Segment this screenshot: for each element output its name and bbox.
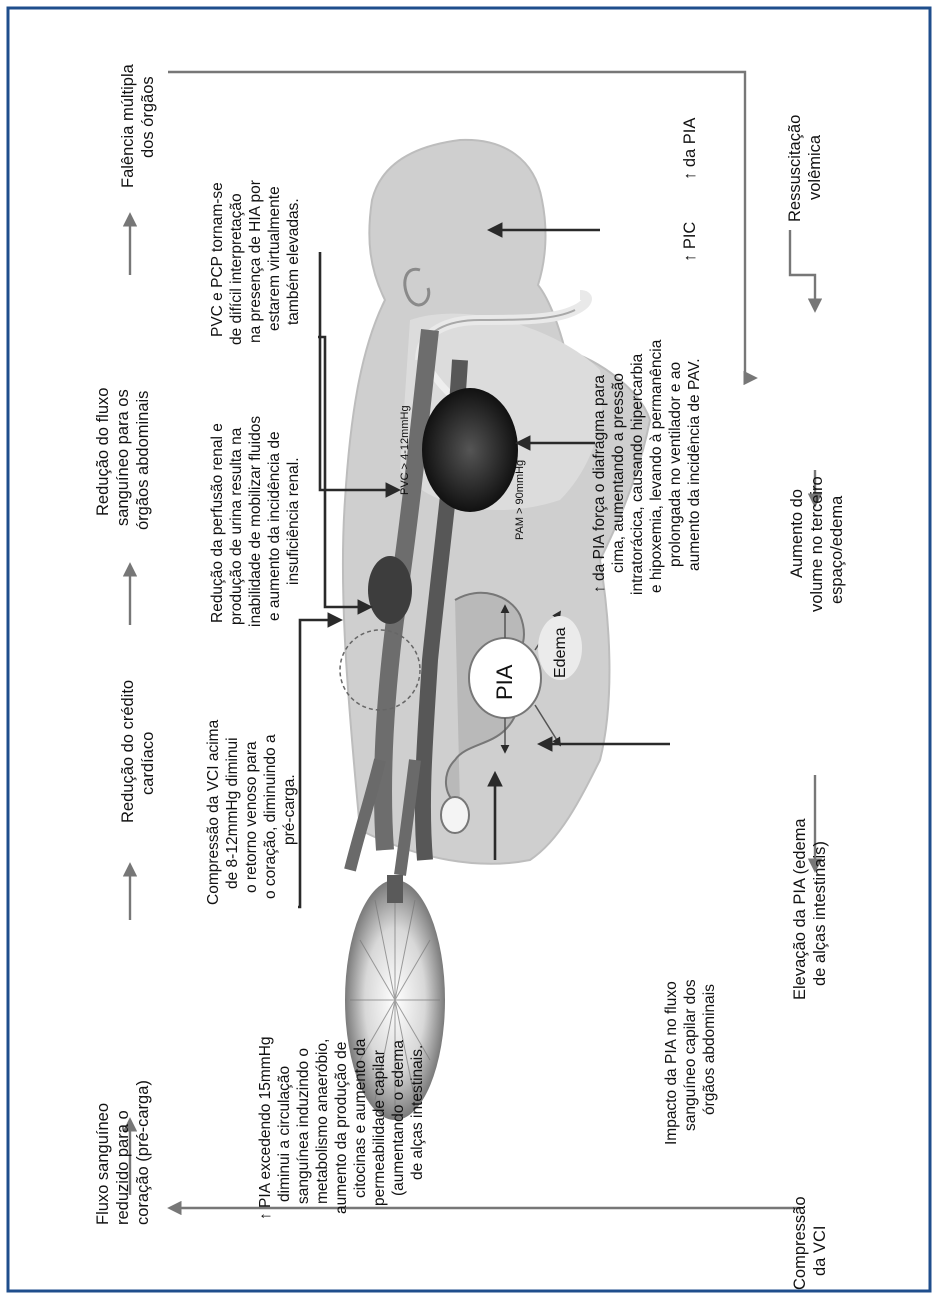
fluxo-reduzido-line-1: Fluxo sanguíneo <box>94 1103 112 1225</box>
impacto-line-1: Impacto da PIA no fluxo <box>663 981 680 1145</box>
pia-15-line-3: sanguínea induzindo o <box>295 1048 312 1204</box>
label-diafragma: ↑ da PIA força o diafragma para cima, au… <box>591 339 703 595</box>
diafragma-line-3: intratorácica, causando hipercarbia <box>629 353 646 595</box>
label-edema: Edema <box>552 627 569 678</box>
pvc-pcp-line-5: também elevadas. <box>285 198 302 325</box>
reducao-debito-line-2: cardíaco <box>139 732 157 795</box>
ressuscitacao-line-1: Ressuscitação <box>786 115 804 222</box>
falencia-line-1: Falência múltipla <box>119 63 137 188</box>
aumento-volume-line-2: volume no terceiro <box>808 476 826 612</box>
perfusao-renal-line-3: inabilidade de mobilizar fluidos <box>247 416 264 627</box>
label-da-pia: ↑ da PIA <box>681 118 699 180</box>
perfusao-renal-line-1: Redução da perfusão renal e <box>209 423 226 623</box>
label-pic: ↑ PIC <box>681 222 699 262</box>
arrow-ressuscitacao <box>790 230 815 310</box>
diafragma-line-4: e hipoxemia, levando à permanência <box>648 339 665 593</box>
label-compressao-vci: Compressão da VCI <box>791 1196 829 1290</box>
label-pvc: PVC > 4-12mmHg <box>399 405 411 495</box>
pia-15-line-9: de alças intestinais. <box>409 1045 426 1180</box>
label-reducao-fluxo-abd: Redução do fluxo sanguíneo para os órgão… <box>94 388 152 530</box>
kidney-drawing <box>368 556 412 624</box>
label-pam: PAM > 90mmHg <box>514 460 526 540</box>
arrow-vci-to-vessels <box>298 620 340 907</box>
compressao-vci-line-1: Compressão <box>791 1196 809 1290</box>
vci-compressao-line-1: Compressão da VCI acima <box>205 719 222 905</box>
vci-compressao-line-4: o coração, diminuindo a <box>262 734 279 899</box>
pia-15-line-6: citocinas e aumento da <box>352 1038 369 1198</box>
label-ressuscitacao: Ressuscitação volêmica <box>786 115 824 222</box>
label-perfusao-renal: Redução da perfusão renal e produção de … <box>209 416 302 627</box>
label-vci-compressao: Compressão da VCI acima de 8-12mmHg dimi… <box>205 719 298 905</box>
pia-15-line-4: metabolismo anaeróbio, <box>314 1039 331 1204</box>
pvc-pcp-line-4: estarem virtualmente <box>266 186 283 331</box>
reducao-fluxo-abd-line-3: órgãos abdominais <box>134 391 152 530</box>
pvc-pcp-line-3: na presença de HIA por <box>247 180 264 343</box>
vci-compressao-line-2: de 8-12mmHg diminui <box>224 737 241 889</box>
perfusao-renal-line-5: insuficiência renal. <box>285 457 302 585</box>
elevacao-pia-line-1: Elevação da PIA (edema <box>791 818 809 1000</box>
pia-15-line-7: permeabilidade capilar <box>371 1050 388 1206</box>
vci-compressao-line-5: pré-carga. <box>281 774 298 845</box>
perfusao-renal-line-4: e aumento da incidência de <box>266 431 283 621</box>
reducao-fluxo-abd-line-2: sanguíneo para os <box>114 389 132 526</box>
label-elevacao-pia: Elevação da PIA (edema de alças intestin… <box>791 818 829 1000</box>
pia-15-line-2: diminui a circulação <box>276 1066 293 1202</box>
diafragma-line-6: aumento da incidência de PAV. <box>686 358 703 571</box>
diafragma-line-5: prolongada no ventilador e ao <box>667 362 684 567</box>
pia-15-line-5: aumento da produção de <box>333 1042 350 1214</box>
diafragma-line-2: cima, aumentando a pressão <box>610 373 627 573</box>
reducao-fluxo-abd-line-1: Redução do fluxo <box>94 388 112 516</box>
bladder-drawing <box>441 797 469 833</box>
diafragma-line-1: ↑ da PIA força o diafragma para <box>591 375 608 593</box>
compressao-vci-line-2: da VCI <box>811 1226 829 1276</box>
elevacao-pia-line-2: de alças intestinais) <box>811 841 829 986</box>
label-pia-bubble: PIA <box>492 664 517 700</box>
heart-drawing <box>422 388 518 512</box>
pvc-pcp-line-2: de difícil interpretação <box>228 193 245 345</box>
pia-15-line-1: ↑ PIA excedendo 15mmHg <box>257 1036 274 1220</box>
pia-15-line-8: (aumentando o edema <box>390 1040 407 1196</box>
vci-compressao-line-3: o retorno venoso para <box>243 741 260 893</box>
aumento-volume-line-3: espaço/edema <box>828 495 846 604</box>
fluxo-reduzido-line-2: reduzido para o <box>114 1110 132 1225</box>
aumento-volume-line-1: Aumento do <box>788 489 806 578</box>
falencia-line-2: dos órgãos <box>139 76 157 158</box>
pvc-pcp-line-1: PVC e PCP tornam-se <box>209 182 226 337</box>
perfusao-renal-line-2: produção de urina resulta na <box>228 427 245 625</box>
label-pvc-pcp: PVC e PCP tornam-se de difícil interpret… <box>209 180 302 345</box>
fluxo-reduzido-line-3: coração (pré-carga) <box>134 1080 152 1225</box>
reducao-debito-line-1: Redução do crédito <box>119 680 137 823</box>
label-reducao-debito: Redução do crédito cardíaco <box>119 680 157 823</box>
label-impacto: Impacto da PIA no fluxo sanguíneo capila… <box>663 979 718 1145</box>
label-pia-15: ↑ PIA excedendo 15mmHg diminui a circula… <box>257 1036 426 1220</box>
label-aumento-volume: Aumento do volume no terceiro espaço/ede… <box>788 476 846 612</box>
impacto-line-3: órgãos abdominais <box>701 984 718 1115</box>
ressuscitacao-line-2: volêmica <box>806 134 824 200</box>
label-fluxo-reduzido: Fluxo sanguíneo reduzido para o coração … <box>94 1080 152 1225</box>
impacto-line-2: sanguíneo capilar dos <box>682 979 699 1131</box>
label-falencia: Falência múltipla dos órgãos <box>119 63 157 188</box>
